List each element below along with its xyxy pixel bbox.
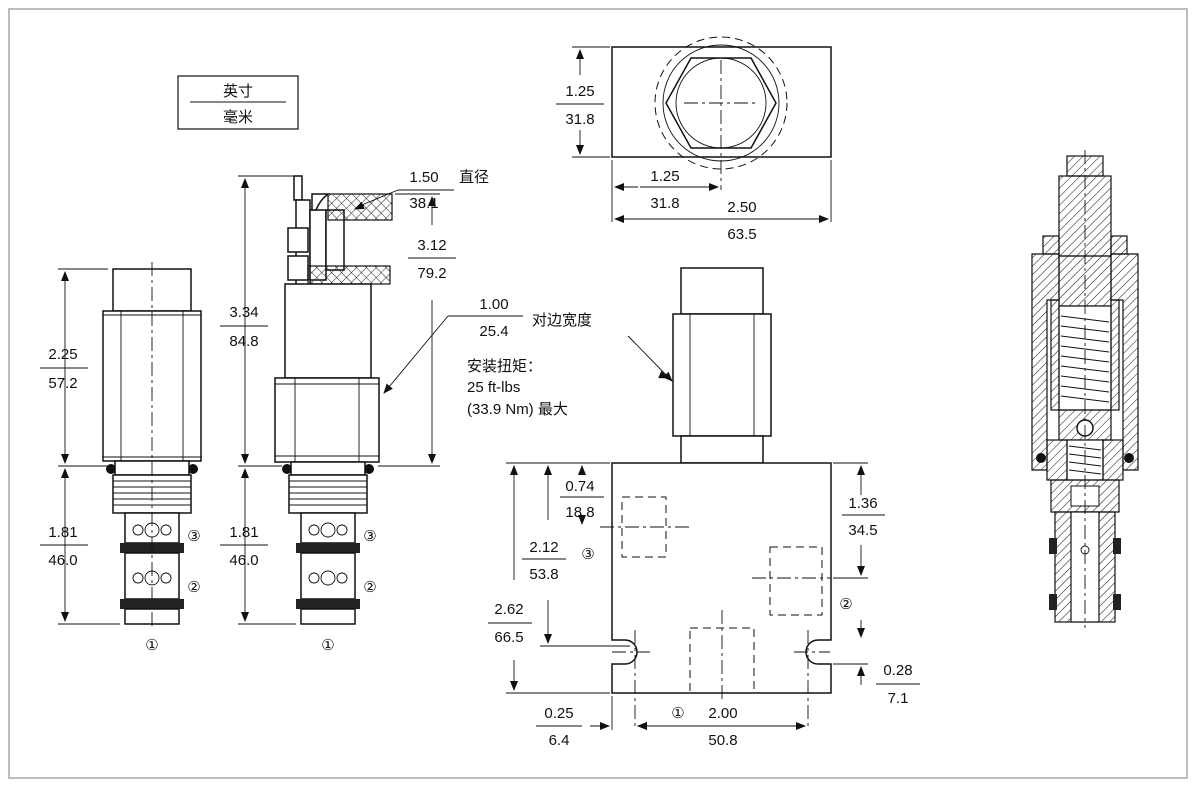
- torque-note: 安装扭矩： 25 ft-lbs (33.9 Nm) 最大: [467, 358, 568, 418]
- port-3-label-v2: ③: [363, 528, 376, 545]
- dim-2.00: 2.00 50.8: [637, 705, 806, 749]
- dim-2.12-mm: 53.8: [529, 566, 558, 583]
- dim-2.25-in: 2.25: [48, 346, 77, 363]
- dim-0.25: 0.25 6.4: [536, 696, 660, 749]
- port-2-label-v2: ②: [363, 579, 376, 596]
- dim-3.34-mm: 84.8: [229, 333, 258, 350]
- dim-1.00-hex: 1.00 25.4 对边宽度: [383, 296, 673, 394]
- port-2-label-mf: ②: [839, 596, 852, 613]
- dim-2.25: 2.25 57.2: [40, 268, 108, 467]
- dim-3.12: 3.12 79.2: [378, 193, 456, 467]
- port-3-label-v1: ③: [187, 528, 200, 545]
- dim-1.81-b-in: 1.81: [229, 524, 258, 541]
- dim-1.81-a: 1.81 46.0: [40, 468, 120, 625]
- dim-0.74: 0.74 18.8: [560, 462, 610, 525]
- torque-line-3: (33.9 Nm) 最大: [467, 401, 568, 418]
- dim-1.50-note: 直径: [459, 169, 489, 186]
- dim-3.34-in: 3.34: [229, 304, 258, 321]
- cartridge-view-1: [102, 262, 202, 630]
- dim-1.25-v-mm: 31.8: [565, 111, 594, 128]
- dim-1.25-v: 1.25 31.8: [556, 46, 610, 158]
- dim-2.25-mm: 57.2: [48, 375, 77, 392]
- dim-1.00-note: 对边宽度: [532, 312, 592, 329]
- dim-1.50-in: 1.50: [409, 169, 438, 186]
- dim-2.62-in: 2.62: [494, 601, 523, 618]
- port-1-label-v2: ①: [321, 637, 334, 654]
- dim-3.12-in: 3.12: [417, 237, 446, 254]
- dim-2.12-in: 2.12: [529, 539, 558, 556]
- dim-2.50-mm: 63.5: [727, 226, 756, 243]
- dim-2.50: 2.50 63.5: [614, 160, 832, 243]
- dim-1.50-mm: 38.1: [409, 195, 438, 212]
- manifold-top-view: [611, 36, 832, 190]
- dim-2.62: 2.62 66.5: [488, 462, 610, 694]
- dim-1.36-in: 1.36: [848, 495, 877, 512]
- torque-line-2: 25 ft-lbs: [467, 379, 520, 396]
- dim-1.81-b: 1.81 46.0: [220, 468, 296, 625]
- dim-1.25-h: 1.25 31.8: [611, 160, 719, 222]
- dim-1.25-h-mm: 31.8: [650, 195, 679, 212]
- dim-1.81-a-in: 1.81: [48, 524, 77, 541]
- port-2-label-v1: ②: [187, 579, 200, 596]
- dim-1.25-h-in: 1.25: [650, 168, 679, 185]
- dim-1.25-v-in: 1.25: [565, 83, 594, 100]
- dim-1.81-b-mm: 46.0: [229, 552, 258, 569]
- port-3-label-mf: ③: [581, 546, 594, 563]
- dim-2.12: 2.12 53.8: [522, 462, 630, 647]
- dim-0.74-in: 0.74: [565, 478, 594, 495]
- dim-0.25-mm: 6.4: [549, 732, 570, 749]
- dim-1.00-in: 1.00: [479, 296, 508, 313]
- dim-3.12-mm: 79.2: [417, 265, 446, 282]
- legend-mm: 毫米: [223, 108, 253, 126]
- legend-inch: 英寸: [223, 82, 253, 100]
- cartridge-cross-section: [1031, 150, 1139, 628]
- dim-2.00-in: 2.00: [708, 705, 737, 722]
- dim-1.36: 1.36 34.5: [833, 462, 885, 579]
- dim-1.00-mm: 25.4: [479, 323, 508, 340]
- dim-1.36-mm: 34.5: [848, 522, 877, 539]
- dim-3.34: 3.34 84.8: [220, 175, 294, 467]
- dim-0.25-in: 0.25: [544, 705, 573, 722]
- dim-0.28: 0.28 7.1: [833, 620, 920, 707]
- torque-line-1: 安装扭矩：: [467, 358, 542, 375]
- dim-2.00-mm: 50.8: [708, 732, 737, 749]
- dim-0.28-mm: 7.1: [888, 690, 909, 707]
- units-legend: 英寸 毫米: [177, 75, 299, 130]
- dim-0.74-mm: 18.8: [565, 504, 594, 521]
- dim-1.81-a-mm: 46.0: [48, 552, 77, 569]
- port-1-label-mf: ①: [671, 705, 684, 722]
- cartridge-view-2: [274, 175, 393, 625]
- dim-0.28-in: 0.28: [883, 662, 912, 679]
- drawing-frame: [8, 8, 1188, 779]
- dim-2.50-in: 2.50: [727, 199, 756, 216]
- dim-2.62-mm: 66.5: [494, 629, 523, 646]
- dim-1.50-dia: 1.50 38.1 直径: [354, 169, 489, 212]
- port-1-label-v1: ①: [145, 637, 158, 654]
- manifold-front-view: [600, 267, 832, 730]
